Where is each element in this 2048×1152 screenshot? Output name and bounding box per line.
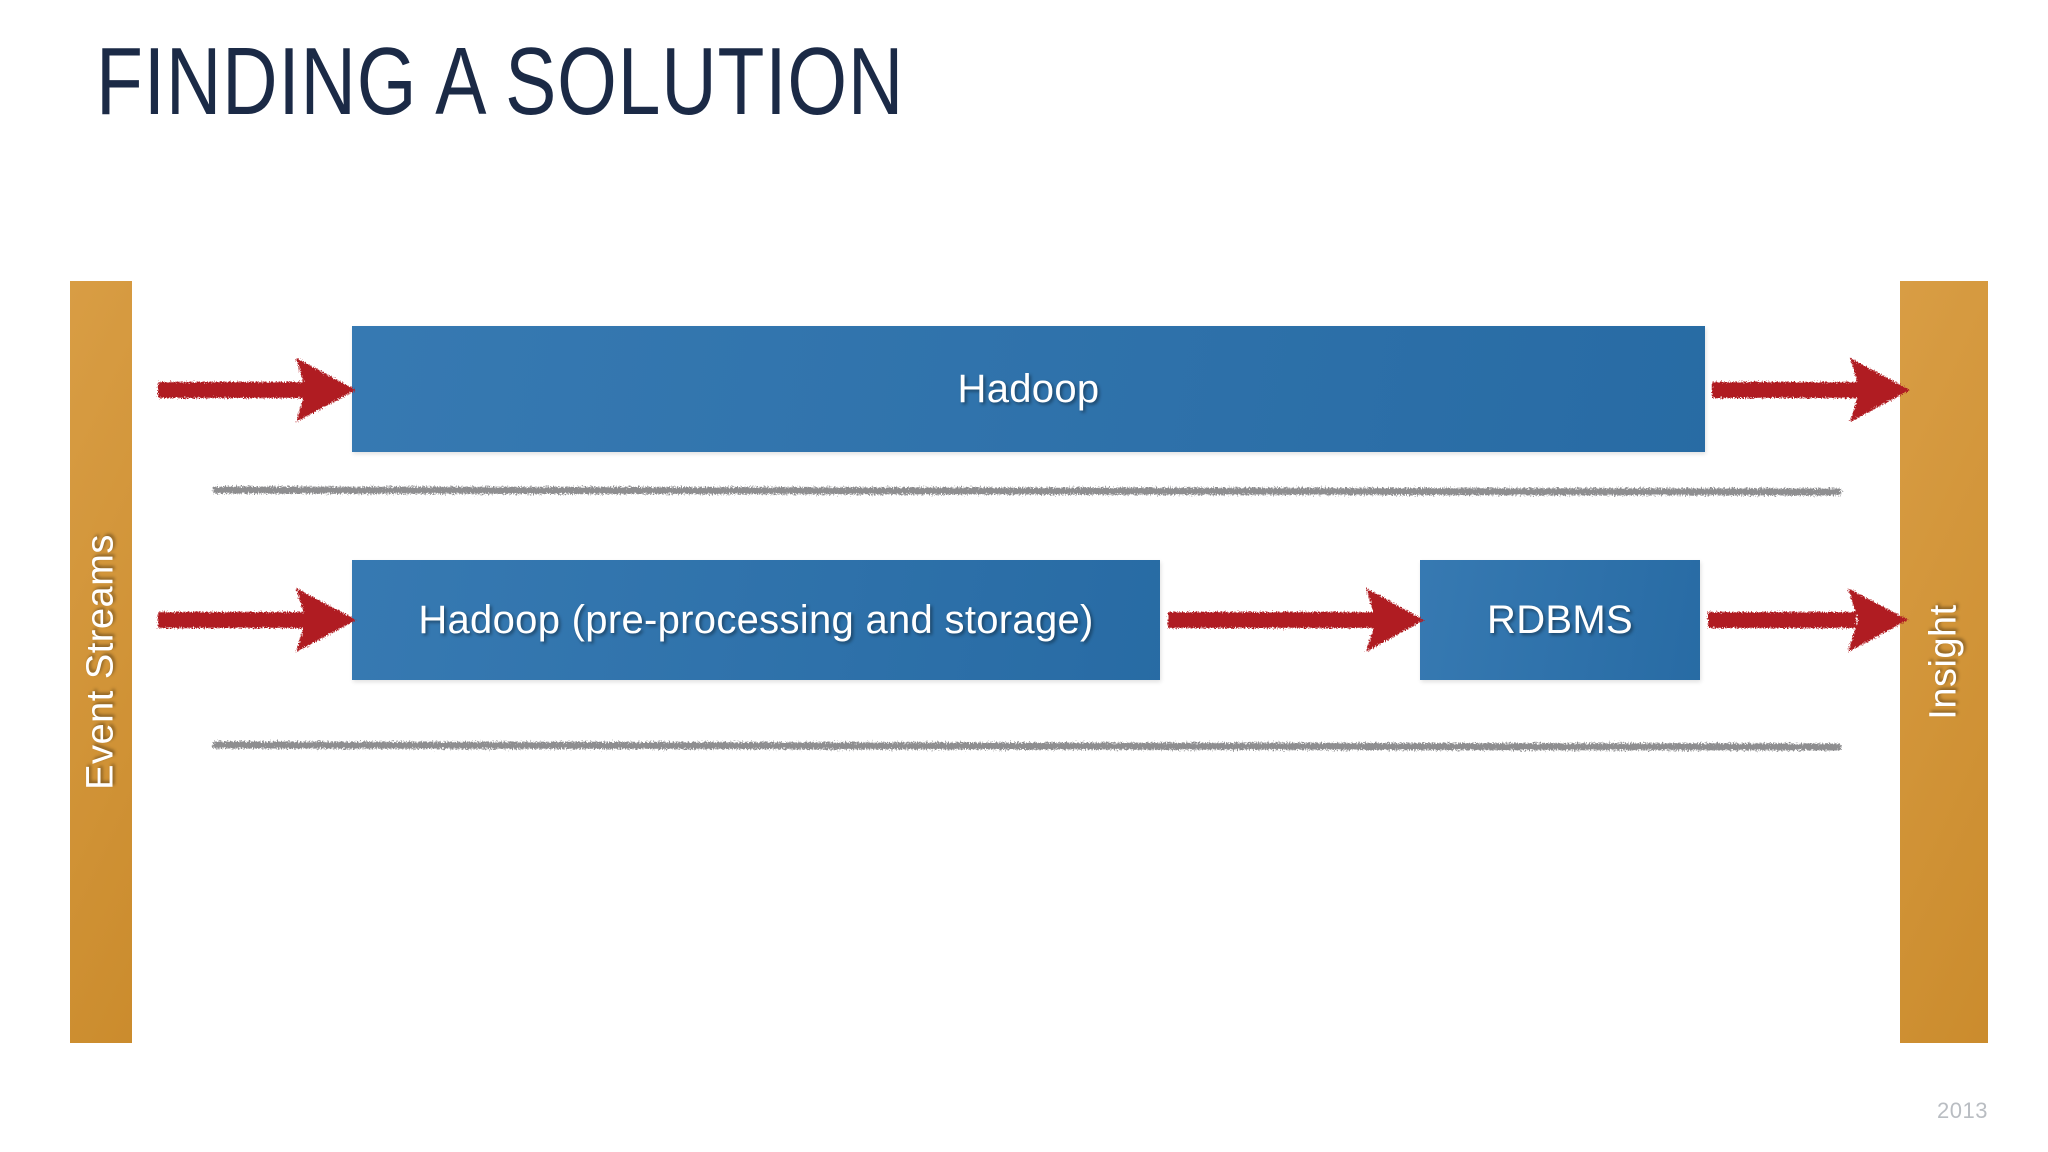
process-box-rdbms[interactable]: RDBMS — [1420, 560, 1700, 680]
arrow-eventstreams-to-hadoop — [158, 358, 356, 422]
arrow-hadoop-to-insight — [1712, 358, 1910, 422]
output-bar-label: Insight — [1922, 604, 1965, 720]
separator-bottom — [212, 741, 1842, 751]
process-box-hadoop[interactable]: Hadoop — [352, 326, 1705, 452]
arrow-preprocessing-to-rdbms — [1168, 588, 1424, 652]
process-box-rdbms-label: RDBMS — [1487, 597, 1633, 642]
input-bar-event-streams: Event Streams — [70, 281, 132, 1043]
process-box-hadoop-preprocessing[interactable]: Hadoop (pre-processing and storage) — [352, 560, 1160, 680]
separator-top — [212, 486, 1842, 496]
process-box-hadoop-preprocessing-label: Hadoop (pre-processing and storage) — [418, 597, 1094, 642]
page-title: FINDING A SOLUTION — [96, 28, 905, 135]
arrow-rdbms-to-insight — [1708, 588, 1908, 652]
output-bar-insight: Insight — [1900, 281, 1988, 1043]
footer-year: 2013 — [1937, 1098, 1988, 1123]
process-box-hadoop-label: Hadoop — [957, 366, 1100, 411]
input-bar-label: Event Streams — [79, 534, 122, 790]
arrow-eventstreams-to-preprocessing — [158, 588, 356, 652]
